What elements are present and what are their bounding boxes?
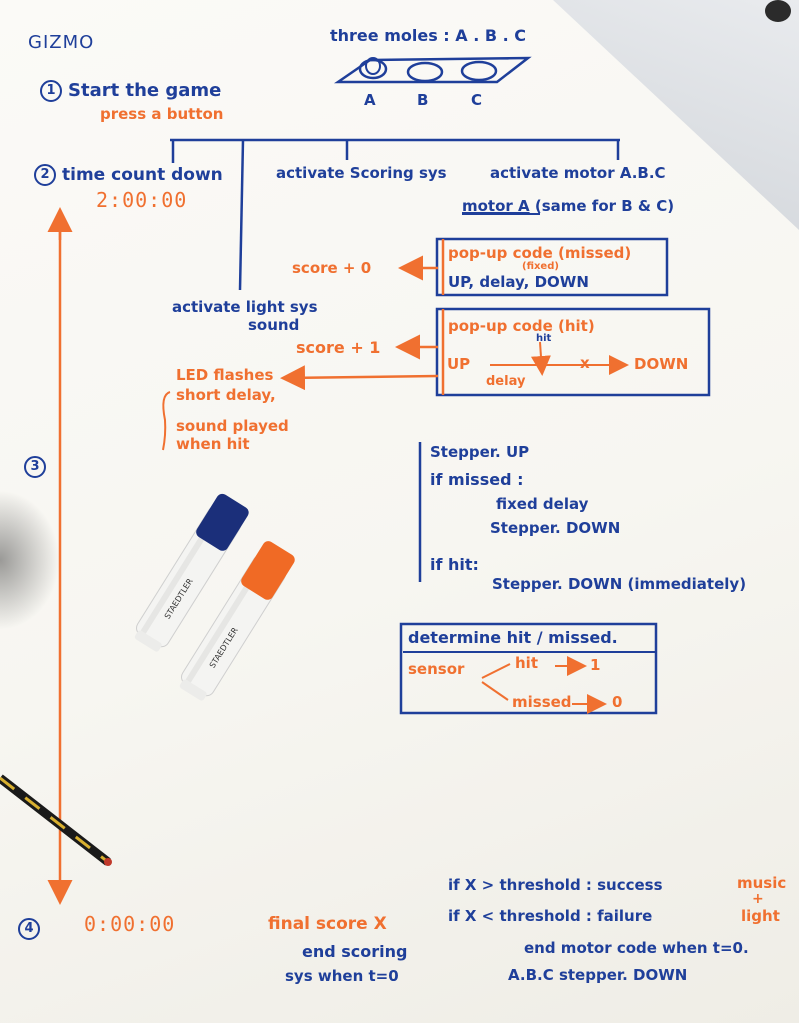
final-end3: end motor code when t=0. xyxy=(524,939,749,957)
motor-a-heading: motor A (same for B & C) xyxy=(462,197,674,215)
mole-label-a: A xyxy=(364,91,376,109)
timer-start: 2:00:00 xyxy=(96,188,188,212)
step-label: Start the game xyxy=(68,80,222,101)
mole-label-b: B xyxy=(417,91,429,109)
branch-motor: activate motor A.B.C xyxy=(490,164,666,182)
hit-box-hit-small: hit xyxy=(536,333,552,344)
led-line2: short delay, xyxy=(176,386,276,404)
missed-box-line1: pop-up code (missed) xyxy=(448,244,632,262)
determine-hit: hit xyxy=(515,654,538,672)
led-line4: when hit xyxy=(176,435,250,453)
motor-a-title: motor A xyxy=(462,197,530,215)
determine-missed: missed xyxy=(512,693,572,711)
pencil xyxy=(0,774,112,866)
final-cond1: if X > threshold : success xyxy=(448,876,663,894)
hit-box-up: UP xyxy=(447,355,471,373)
box-determine xyxy=(399,622,658,715)
pseudo-line3: fixed delay xyxy=(496,495,589,513)
determine-sensor: sensor xyxy=(408,660,465,678)
missed-box-line2: UP, delay, DOWN xyxy=(448,273,589,291)
hit-box-line1: pop-up code (hit) xyxy=(448,317,595,335)
mole-b-shape xyxy=(406,61,444,83)
final-end4: A.B.C stepper. DOWN xyxy=(508,966,688,984)
hit-box-delay: delay xyxy=(486,374,526,389)
step-number: 3 xyxy=(24,456,46,478)
mole-c-shape xyxy=(460,60,498,82)
step-3: 3 xyxy=(24,456,52,478)
moles-heading: three moles : A . B . C xyxy=(330,26,527,45)
page-title: GIZMO xyxy=(28,32,95,53)
step-1-sub: press a button xyxy=(100,105,224,123)
determine-hit-value: 1 xyxy=(590,656,601,674)
final-light: light xyxy=(741,907,780,925)
final-music: music xyxy=(737,874,787,892)
final-plus: + xyxy=(752,891,764,907)
hit-box-down: DOWN xyxy=(634,355,689,373)
pseudo-line2: if missed : xyxy=(430,470,524,489)
branch-sound: sound xyxy=(248,316,300,334)
step-4: 4 xyxy=(18,918,46,940)
final-score: final score X xyxy=(268,914,387,934)
led-line1: LED flashes xyxy=(176,366,274,384)
missed-box-fixed: (fixed) xyxy=(522,261,559,272)
determine-missed-value: 0 xyxy=(612,693,623,711)
mole-a-shape xyxy=(358,58,388,80)
branch-light: activate light sys xyxy=(172,298,318,316)
final-end1: end scoring xyxy=(302,942,408,961)
apple-logo-icon xyxy=(765,0,791,22)
blue-marker: STAEDTLER xyxy=(134,493,249,652)
motor-a-note: (same for B & C) xyxy=(534,197,675,215)
step-number: 1 xyxy=(40,80,62,102)
final-end2: sys when t=0 xyxy=(285,967,399,985)
hit-box-x: x xyxy=(580,354,590,372)
led-line3: sound played xyxy=(176,417,289,435)
step-label: time count down xyxy=(62,165,223,185)
pseudo-line4: Stepper. DOWN xyxy=(490,519,621,537)
box-hit xyxy=(435,307,711,397)
pseudo-line1: Stepper. UP xyxy=(430,443,530,461)
final-cond2: if X < threshold : failure xyxy=(448,907,653,925)
shadow xyxy=(0,490,60,630)
determine-title: determine hit / missed. xyxy=(408,628,618,647)
pseudo-line5: if hit: xyxy=(430,555,479,574)
step-number: 4 xyxy=(18,918,40,940)
step-number: 2 xyxy=(34,164,56,186)
pseudo-line6: Stepper. DOWN (immediately) xyxy=(492,575,747,593)
step-1: 1 Start the game xyxy=(40,80,221,102)
mole-label-c: C xyxy=(471,91,483,109)
branch-scoring: activate Scoring sys xyxy=(276,164,447,182)
score-plus-0: score + 0 xyxy=(292,259,372,277)
step-2: 2 time count down xyxy=(34,164,223,186)
score-plus-1: score + 1 xyxy=(296,338,381,357)
timer-end: 0:00:00 xyxy=(84,912,176,936)
